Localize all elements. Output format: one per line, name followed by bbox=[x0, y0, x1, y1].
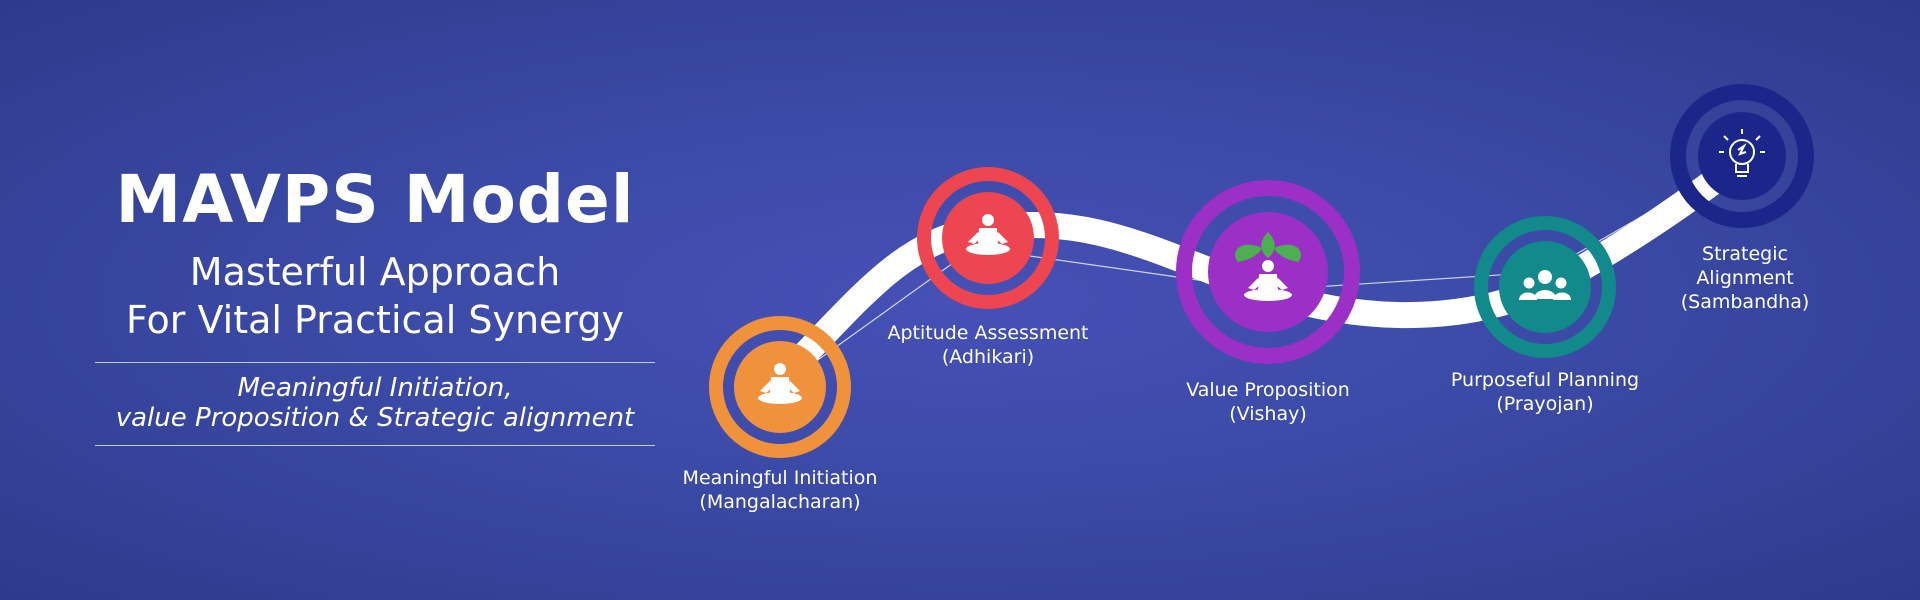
step-5-label-line-3: (Sambandha) bbox=[1680, 291, 1810, 313]
step-2-node bbox=[917, 167, 1059, 309]
step-5-node bbox=[1670, 84, 1814, 228]
step-4-core bbox=[1499, 241, 1591, 333]
step-4-label-line-2: (Prayojan) bbox=[1496, 393, 1594, 415]
step-5-label-line-2: Alignment bbox=[1696, 267, 1794, 289]
step-2-label-line-1: Aptitude Assessment bbox=[887, 322, 1089, 344]
tagline-line-1: Meaningful Initiation, bbox=[237, 373, 513, 403]
subtitle-line-1: Masterful Approach bbox=[189, 250, 561, 294]
step-3-label-line-2: (Vishay) bbox=[1229, 403, 1307, 425]
meditation-leaves-icon bbox=[1235, 232, 1301, 301]
step-5-label: Strategic Alignment (Sambandha) bbox=[1640, 242, 1850, 314]
step-1-label-line-2: (Mangalacharan) bbox=[699, 491, 861, 513]
meditation-person-icon bbox=[966, 214, 1010, 255]
page-title: MAVPS Model bbox=[115, 161, 635, 238]
step-4-label-line-1: Purposeful Planning bbox=[1450, 369, 1640, 391]
step-3-label: Value Proposition (Vishay) bbox=[1128, 378, 1408, 426]
step-2-ring bbox=[917, 167, 1059, 309]
lightbulb-icon bbox=[1719, 129, 1765, 177]
step-4-label: Purposeful Planning (Prayojan) bbox=[1405, 368, 1685, 416]
title-panel: MAVPS Model Masterful Approach For Vital… bbox=[95, 160, 655, 446]
step-1-label: Meaningful Initiation (Mangalacharan) bbox=[640, 466, 920, 514]
team-icon bbox=[1519, 270, 1571, 300]
step-1-ring bbox=[709, 316, 851, 458]
step-2-label: Aptitude Assessment (Adhikari) bbox=[850, 321, 1126, 369]
step-3-ring bbox=[1176, 180, 1360, 364]
tagline: Meaningful Initiation, value Proposition… bbox=[95, 373, 655, 433]
step-3-label-line-1: Value Proposition bbox=[1186, 379, 1350, 401]
top-divider bbox=[95, 362, 655, 363]
step-5-core bbox=[1698, 112, 1786, 200]
bottom-divider bbox=[95, 445, 655, 446]
step-5-ring bbox=[1670, 84, 1814, 228]
meditation-person-icon bbox=[758, 363, 802, 404]
subtitle: Masterful Approach For Vital Practical S… bbox=[95, 248, 655, 344]
step-2-label-line-2: (Adhikari) bbox=[941, 346, 1035, 368]
step-1-label-line-1: Meaningful Initiation bbox=[682, 467, 878, 489]
step-3-node bbox=[1176, 180, 1360, 364]
step-4-node bbox=[1474, 216, 1616, 358]
step-1-node bbox=[709, 316, 851, 458]
subtitle-line-2: For Vital Practical Synergy bbox=[126, 298, 624, 342]
step-5-label-line-1: Strategic bbox=[1702, 243, 1788, 265]
step-4-ring bbox=[1474, 216, 1616, 358]
tagline-line-2: value Proposition & Strategic alignment bbox=[115, 403, 635, 433]
